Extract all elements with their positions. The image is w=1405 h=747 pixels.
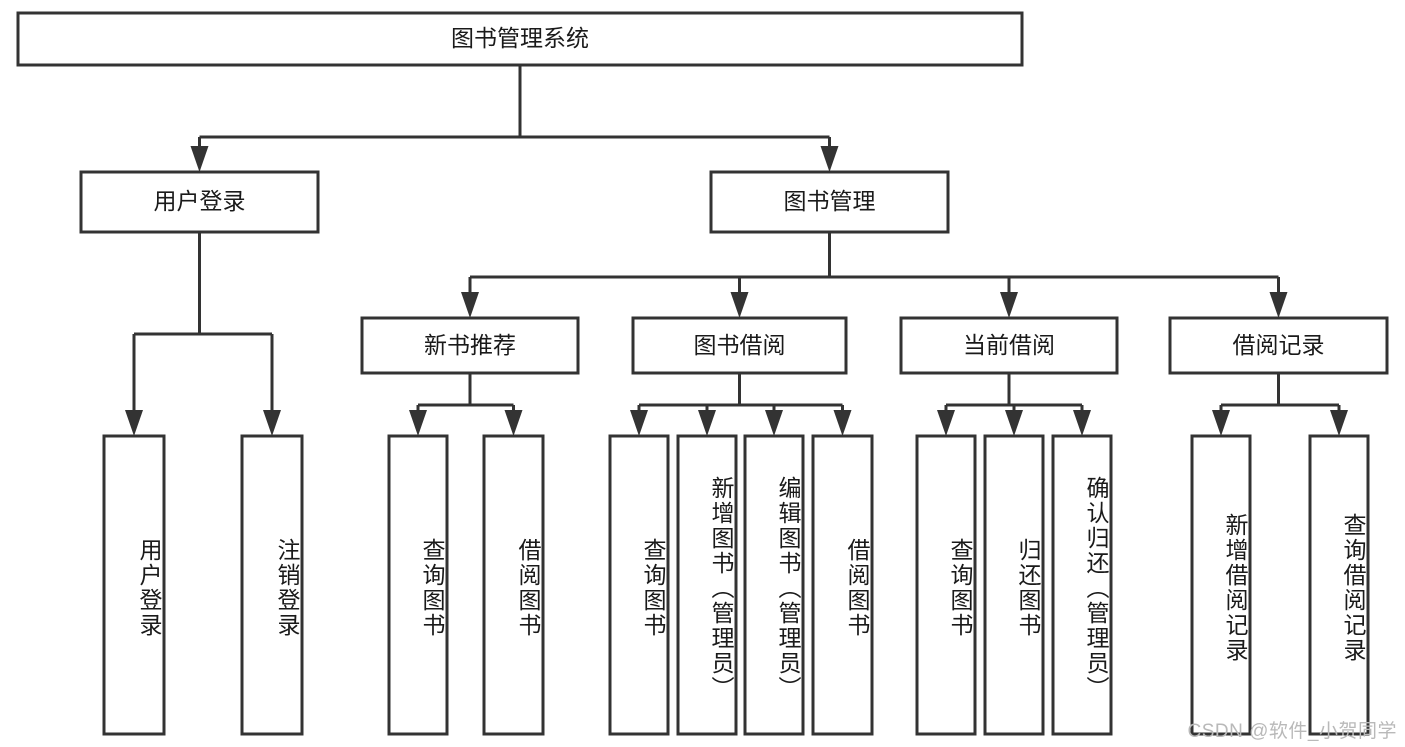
node-current-borrow[interactable] [901, 318, 1117, 373]
node-book-management[interactable] [711, 172, 948, 232]
node-box-borrow-record[interactable] [1168, 316, 1389, 375]
node-box-leaf-query-book-current[interactable] [915, 434, 977, 736]
node-leaf-user-login[interactable] [104, 436, 164, 734]
boxes-layer [16, 11, 1389, 736]
node-user-login[interactable] [81, 172, 318, 232]
arrow-head-icon [937, 410, 955, 436]
arrow-head-icon [1212, 410, 1230, 436]
node-borrow-record[interactable] [1170, 318, 1387, 373]
node-box-leaf-return-book[interactable] [983, 434, 1045, 736]
arrow-head-icon [1073, 410, 1091, 436]
arrow-head-icon [765, 410, 783, 436]
edges-layer [125, 65, 1348, 436]
node-box-leaf-edit-book-admin[interactable] [743, 434, 805, 736]
node-box-leaf-add-book-admin[interactable] [676, 434, 738, 736]
node-leaf-confirm-return-admin[interactable] [1053, 436, 1111, 734]
node-new-book-recommend[interactable] [362, 318, 578, 373]
node-box-book-management[interactable] [709, 170, 950, 234]
arrow-head-icon [190, 146, 209, 172]
node-leaf-borrow-book[interactable] [813, 436, 872, 734]
node-book-borrow[interactable] [633, 318, 846, 373]
arrow-head-icon [263, 410, 281, 436]
node-box-leaf-confirm-return-admin[interactable] [1051, 434, 1113, 736]
node-box-new-book-recommend[interactable] [360, 316, 580, 375]
node-box-leaf-logout[interactable] [240, 434, 304, 736]
arrow-head-icon [730, 292, 749, 318]
arrow-head-icon [409, 410, 427, 436]
node-box-current-borrow[interactable] [899, 316, 1119, 375]
arrow-head-icon [504, 410, 523, 436]
arrow-head-icon [1005, 410, 1023, 436]
node-leaf-logout[interactable] [242, 436, 302, 734]
arrow-head-icon [125, 410, 143, 436]
node-leaf-return-book[interactable] [985, 436, 1043, 734]
node-leaf-query-book-borrow[interactable] [610, 436, 668, 734]
node-box-leaf-borrow-book[interactable] [811, 434, 874, 736]
arrow-head-icon [1330, 410, 1348, 436]
watermark-text: CSDN @软件_小贺同学 [1187, 721, 1397, 742]
node-leaf-add-borrow-record[interactable] [1192, 436, 1250, 734]
node-box-book-borrow[interactable] [631, 316, 848, 375]
node-box-leaf-user-login[interactable] [102, 434, 166, 736]
node-leaf-query-borrow-record[interactable] [1310, 436, 1368, 734]
node-box-leaf-add-borrow-record[interactable] [1190, 434, 1252, 736]
arrow-head-icon [833, 410, 852, 436]
node-leaf-query-book-rec[interactable] [389, 436, 447, 734]
arrow-head-icon [820, 146, 839, 172]
arrow-head-icon [630, 410, 648, 436]
arrow-head-icon [1269, 292, 1288, 318]
node-box-leaf-borrow-book-rec[interactable] [482, 434, 545, 736]
arrow-head-icon [698, 410, 716, 436]
node-box-leaf-query-borrow-record[interactable] [1308, 434, 1370, 736]
node-leaf-query-book-current[interactable] [917, 436, 975, 734]
node-box-root[interactable] [16, 11, 1024, 67]
node-root[interactable] [18, 13, 1022, 65]
node-box-user-login[interactable] [79, 170, 320, 234]
arrow-head-icon [1000, 292, 1018, 318]
node-leaf-add-book-admin[interactable] [678, 436, 736, 734]
node-box-leaf-query-book-rec[interactable] [387, 434, 449, 736]
arrow-head-icon [461, 292, 479, 318]
node-leaf-edit-book-admin[interactable] [745, 436, 803, 734]
node-leaf-borrow-book-rec[interactable] [484, 436, 543, 734]
node-box-leaf-query-book-borrow[interactable] [608, 434, 670, 736]
